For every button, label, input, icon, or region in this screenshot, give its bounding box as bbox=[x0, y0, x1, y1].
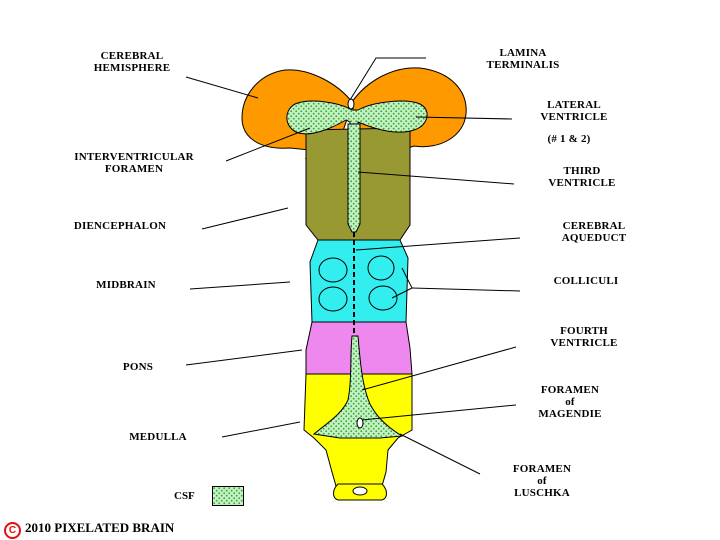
label-lateral-ventricle: LATERAL VENTRICLE bbox=[534, 99, 614, 123]
label-cerebral-hemisphere: CEREBRAL HEMISPHERE bbox=[92, 50, 172, 74]
label-line: of bbox=[537, 475, 547, 487]
label-foramen-of-magendie: FORAMEN of MAGENDIE bbox=[528, 384, 612, 420]
label-line: MIDBRAIN bbox=[96, 279, 156, 291]
third-ventricle bbox=[347, 123, 361, 233]
label-fourth-ventricle: FOURTH VENTRICLE bbox=[542, 325, 626, 349]
label-interventricular-foramen: INTERVENTRICULAR FORAMEN bbox=[64, 151, 204, 175]
legend-csf-pattern bbox=[213, 487, 243, 505]
label-line: CEREBRAL bbox=[562, 220, 626, 232]
label-line: PONS bbox=[122, 361, 154, 373]
legend-csf-label: CSF bbox=[174, 490, 195, 502]
label-line: FORAMEN bbox=[512, 463, 572, 475]
label-line: VENTRICLE bbox=[550, 337, 618, 349]
label-line: FORAMEN bbox=[104, 163, 164, 175]
label-line: THIRD bbox=[563, 165, 601, 177]
label-line: AQUEDUCT bbox=[561, 232, 627, 244]
lamina-terminalis bbox=[347, 98, 355, 110]
label-line: of bbox=[565, 396, 575, 408]
label-line: COLLICULI bbox=[553, 275, 619, 287]
label-midbrain: MIDBRAIN bbox=[84, 279, 168, 291]
label-line: INTERVENTRICULAR bbox=[74, 151, 194, 163]
midbrain bbox=[309, 239, 409, 323]
label-line: (# 1 & 2) bbox=[547, 133, 591, 145]
fourth-ventricle bbox=[312, 335, 404, 439]
leader-lines bbox=[185, 57, 521, 475]
label-cerebral-aqueduct: CEREBRAL AQUEDUCT bbox=[552, 220, 636, 244]
copyright-icon: C bbox=[4, 522, 21, 539]
label-line: LAMINA bbox=[499, 47, 547, 59]
label-lamina-terminalis: LAMINA TERMINALIS bbox=[478, 47, 568, 71]
label-foramen-of-luschka: FORAMEN of LUSCHKA bbox=[500, 463, 584, 499]
label-medulla: MEDULLA bbox=[118, 431, 198, 443]
label-diencephalon: DIENCEPHALON bbox=[62, 220, 178, 232]
colliculi bbox=[318, 255, 398, 312]
central-canal bbox=[352, 486, 368, 496]
label-colliculi: COLLICULI bbox=[544, 275, 628, 287]
label-line: CEREBRAL bbox=[100, 50, 164, 62]
label-line: DIENCEPHALON bbox=[73, 220, 167, 232]
label-line: MEDULLA bbox=[129, 431, 187, 443]
label-lateral-ventricle-note: (# 1 & 2) bbox=[534, 133, 604, 145]
label-line: FORAMEN bbox=[540, 384, 600, 396]
label-line: VENTRICLE bbox=[548, 177, 616, 189]
label-line: HEMISPHERE bbox=[93, 62, 171, 74]
label-line: VENTRICLE bbox=[540, 111, 608, 123]
label-third-ventricle: THIRD VENTRICLE bbox=[542, 165, 622, 189]
foramen-of-magendie bbox=[356, 417, 364, 429]
label-line: LATERAL bbox=[547, 99, 601, 111]
label-line: FOURTH bbox=[560, 325, 608, 337]
label-line: MAGENDIE bbox=[538, 408, 602, 420]
label-line: LUSCHKA bbox=[514, 487, 570, 499]
copyright-text: 2010 PIXELATED BRAIN bbox=[25, 520, 175, 535]
legend-csf-swatch bbox=[212, 486, 244, 506]
label-pons: PONS bbox=[110, 361, 166, 373]
label-line: TERMINALIS bbox=[486, 59, 560, 71]
copyright: C 2010 PIXELATED BRAIN bbox=[4, 520, 174, 539]
